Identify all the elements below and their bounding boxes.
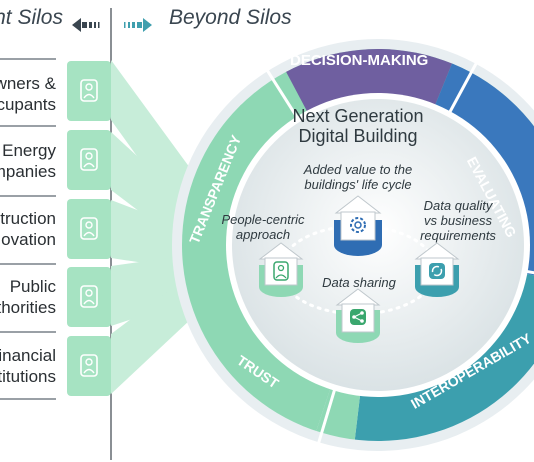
- header-beyond-silos: Beyond Silos: [169, 6, 292, 29]
- person-icon: [80, 217, 98, 240]
- connector-beams: [111, 60, 190, 394]
- person-icon: [80, 354, 98, 377]
- stakeholder-box-energy: [67, 130, 111, 190]
- node-data-sharing: [335, 288, 381, 343]
- gear-icon: [350, 217, 366, 233]
- share-icon: [350, 309, 366, 325]
- arrow-left-icon: [72, 18, 100, 32]
- header-current-silos: nt Silos: [0, 6, 63, 29]
- stakeholder-box-financial: [67, 336, 111, 396]
- refresh-icon: [429, 263, 445, 279]
- node-data-quality: [414, 242, 460, 297]
- node-people-centric: [258, 242, 304, 297]
- stakeholder-separator: [0, 58, 56, 60]
- stakeholder-separator: [0, 263, 56, 265]
- stakeholder-separator: [0, 125, 56, 127]
- stakeholder-label-owners: wners &cupants: [0, 74, 56, 114]
- stakeholder-box-public: [67, 267, 111, 327]
- person-icon: [80, 79, 98, 102]
- stakeholder-separator: [0, 331, 56, 333]
- person-icon: [80, 285, 98, 308]
- stakeholder-label-energy: Energympanies: [0, 141, 56, 181]
- caption-data-sharing: Data sharing: [322, 275, 396, 290]
- stakeholder-separator: [0, 195, 56, 197]
- stakeholder-box-owners: [67, 61, 111, 121]
- node-added-value: [334, 195, 382, 256]
- person-icon: [80, 148, 98, 171]
- stakeholder-box-construction: [67, 199, 111, 259]
- ring-label-decision-making: DECISION-MAKING: [290, 52, 429, 69]
- arrow-right-icon: [124, 18, 152, 32]
- stakeholder-separator: [0, 398, 56, 400]
- person-icon: [273, 261, 289, 281]
